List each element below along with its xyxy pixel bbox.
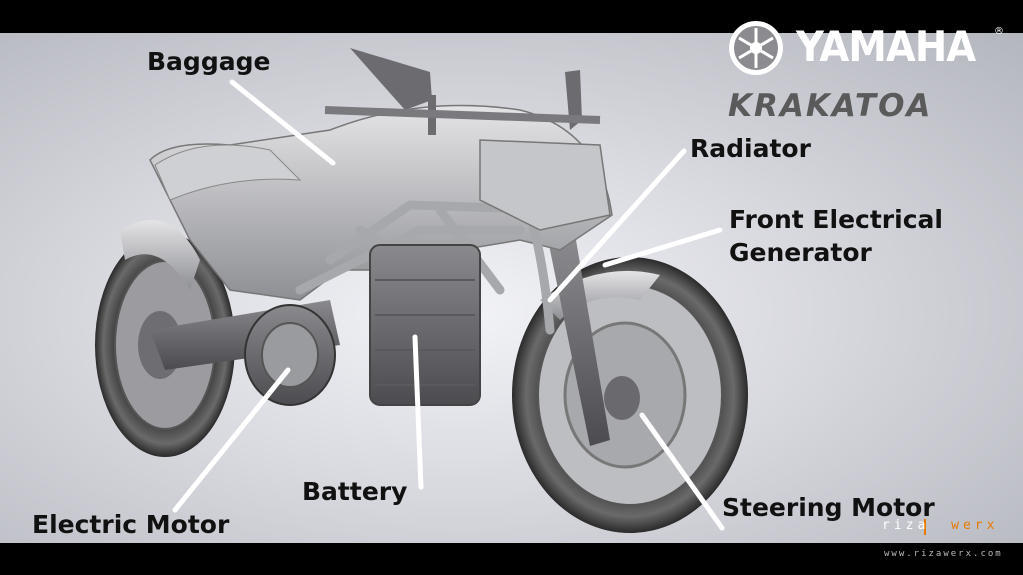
label-steering-motor: Steering Motor (722, 493, 935, 522)
handlebar (324, 106, 601, 124)
leader-lines (172, 79, 725, 531)
watermark: riza werx (882, 518, 998, 533)
label-radiator: Radiator (690, 134, 811, 163)
yamaha-tuning-fork-logo-icon (729, 21, 783, 75)
leader-baggage (229, 79, 336, 166)
leader-radiator (547, 148, 687, 303)
letterbox-top (0, 0, 1023, 33)
electric-motor-housing (244, 304, 336, 406)
rear-fender (120, 220, 200, 290)
radiator-shroud (479, 139, 611, 231)
registered-mark: ® (994, 26, 1004, 37)
label-front-generator-line2: Generator (729, 238, 872, 267)
leader-battery (412, 334, 424, 490)
watermark-left: riza (882, 518, 930, 533)
leader-steering-motor (639, 412, 725, 531)
seat (154, 144, 302, 201)
leader-electric-motor (172, 367, 291, 513)
label-front-generator-line1: Front Electrical (729, 205, 943, 234)
battery-pack (369, 244, 481, 406)
model-name: KRAKATOA (728, 88, 933, 124)
label-battery: Battery (302, 477, 408, 506)
battery-cells (375, 279, 475, 386)
watermark-right: werx (951, 518, 999, 533)
label-electric-motor: Electric Motor (32, 510, 230, 539)
front-fork (548, 240, 610, 446)
letterbox-bottom (0, 543, 1023, 575)
brand-wordmark: YAMAHA (796, 22, 976, 71)
leader-front-generator (602, 227, 723, 268)
watermark-url: www.rizawerx.com (884, 549, 1003, 559)
label-baggage: Baggage (147, 47, 271, 76)
